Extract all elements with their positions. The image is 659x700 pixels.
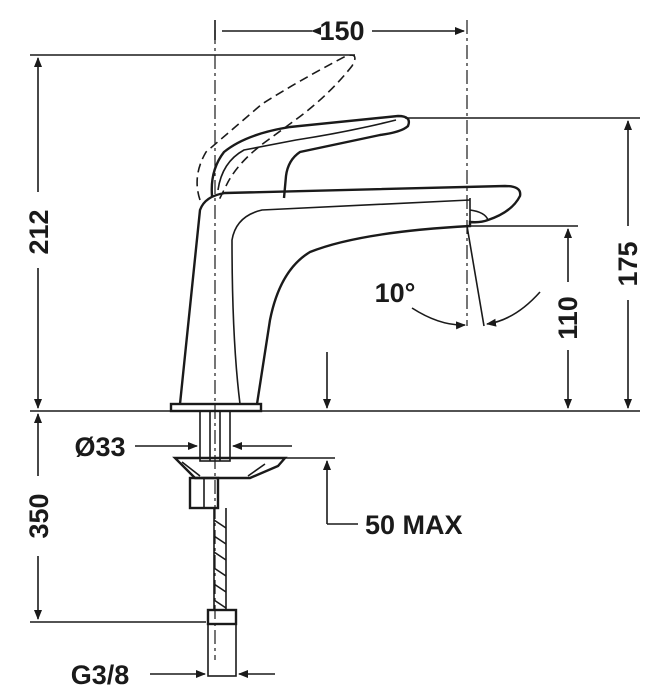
dim-hose-length-label: 350 xyxy=(24,493,54,538)
handle-inner xyxy=(217,119,397,191)
shank xyxy=(199,410,231,462)
hose-connector xyxy=(207,623,237,677)
body-inner-edge xyxy=(231,199,471,405)
handle-outline xyxy=(210,114,411,199)
dim-connection-label: G3/8 xyxy=(71,660,130,690)
dim-hole-diameter-label: Ø33 xyxy=(74,432,125,462)
dim-height-handle: 175 xyxy=(405,117,643,409)
dim-max-thickness-label: 50 MAX xyxy=(365,510,463,540)
body-outline xyxy=(178,184,522,405)
base-plate xyxy=(169,402,263,413)
dim-height-total-label: 212 xyxy=(24,209,54,254)
faucet-body xyxy=(169,184,522,413)
hose-fitting xyxy=(206,608,238,626)
dim-width: 150 xyxy=(214,16,465,46)
dim-angle: 10° xyxy=(375,278,541,330)
dim-height-handle-label: 175 xyxy=(613,241,643,286)
dim-angle-label: 10° xyxy=(375,278,416,308)
handle-raised-position xyxy=(196,54,356,203)
dim-connection: G3/8 xyxy=(71,660,275,690)
dim-max-thickness: 50 MAX xyxy=(240,352,463,540)
dim-hole-diameter: Ø33 xyxy=(74,432,292,462)
dim-width-label: 150 xyxy=(319,16,364,46)
spout-tip xyxy=(469,198,489,222)
spout-angle-line xyxy=(466,225,485,327)
flex-hose xyxy=(213,508,227,610)
dim-height-total: 212 xyxy=(24,54,355,409)
dim-height-spout-label: 110 xyxy=(553,296,583,340)
under-deck-assembly xyxy=(172,410,288,677)
lever-handle xyxy=(210,114,411,199)
dim-hose-length: 350 xyxy=(24,413,206,623)
dim-height-spout: 110 xyxy=(470,225,583,409)
